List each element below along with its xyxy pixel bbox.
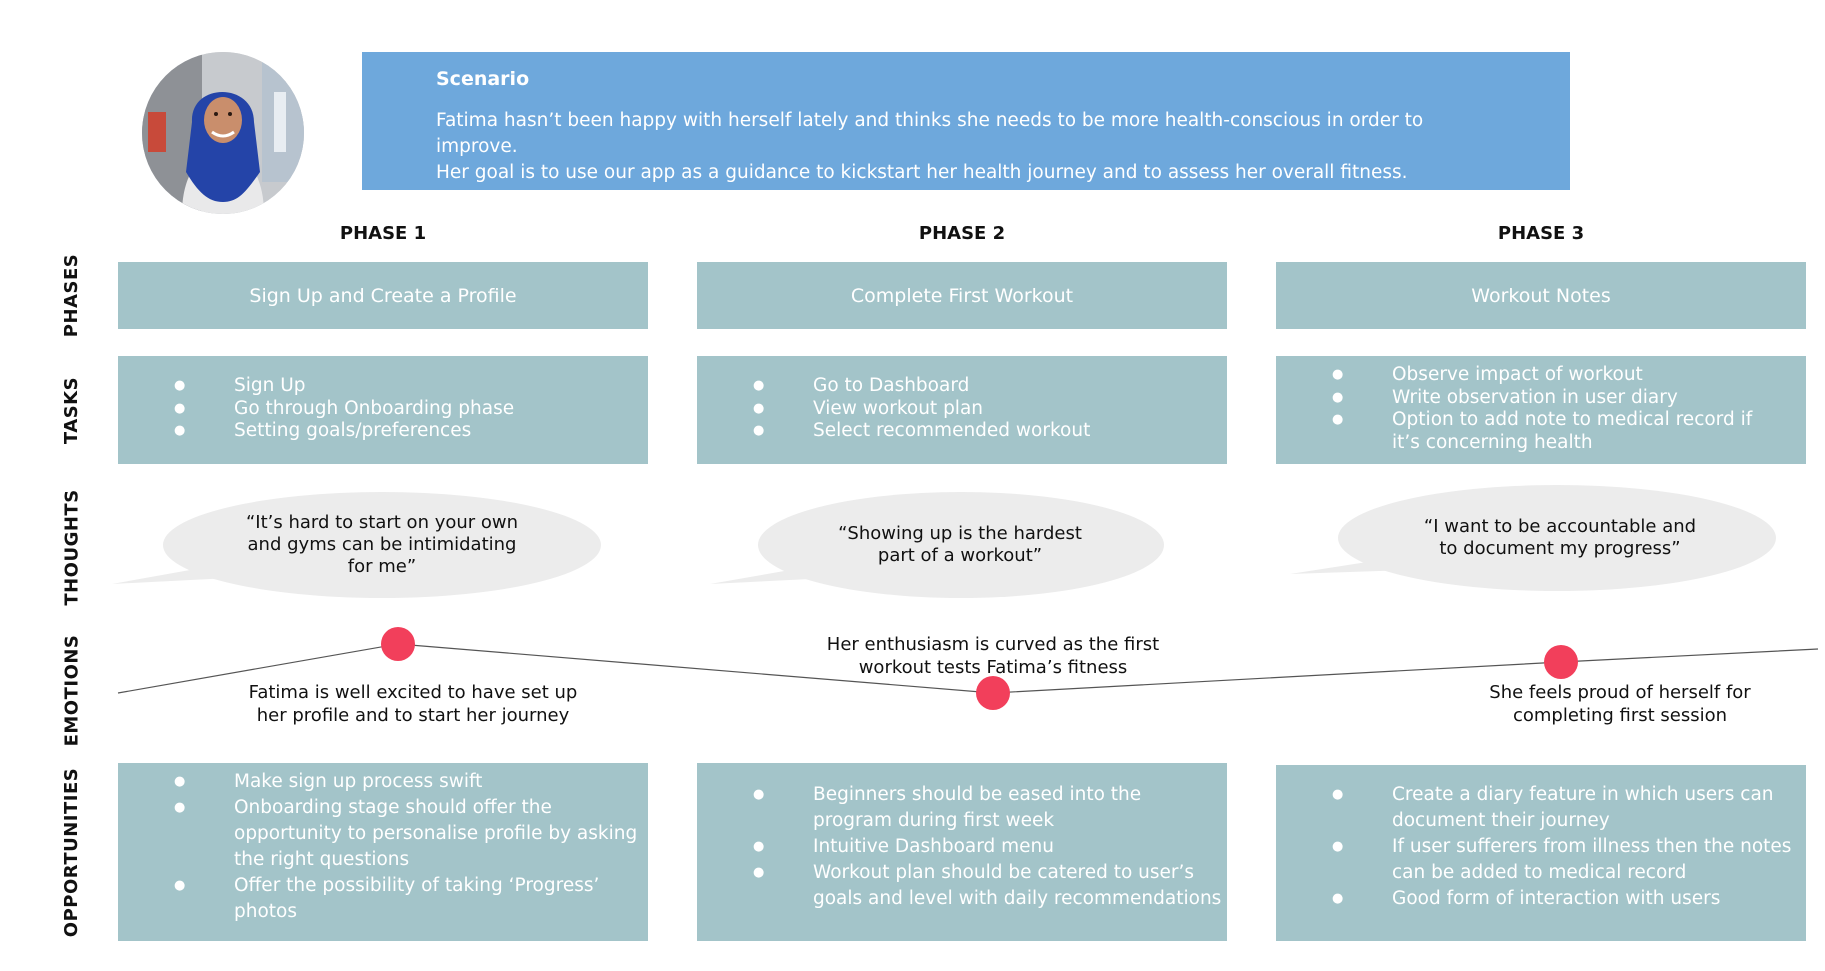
task-item: Select recommended workout (697, 420, 1227, 443)
task-item: Write observation in user diary (1276, 387, 1806, 410)
phase-1-name: Sign Up and Create a Profile (249, 284, 517, 307)
task-item: Option to add note to medical record if … (1276, 409, 1806, 454)
emotion-curve (117, 627, 1819, 710)
opportunity-item: Create a diary feature in which users ca… (1276, 782, 1806, 834)
thought-2-text: “Showing up is the hardest part of a wor… (838, 523, 1082, 566)
thought-bubble-3 (1290, 485, 1776, 591)
task-item: Go through Onboarding phase (118, 398, 648, 421)
thought-1-text: “It’s hard to start on your own and gyms… (245, 512, 519, 577)
emotion-point-3 (1544, 645, 1578, 679)
opportunity-item: Workout plan should be catered to user’s… (697, 860, 1227, 912)
thought-bubble-2 (710, 492, 1164, 598)
emotion-2-text: Her enthusiasm is curved as the first wo… (826, 634, 1160, 678)
emotion-point-2 (976, 676, 1010, 710)
emotion-1-text: Fatima is well excited to have set up he… (248, 682, 578, 726)
task-item: Observe impact of workout (1276, 364, 1806, 387)
phase-3-tasks-box: Observe impact of workout Write observat… (1276, 356, 1806, 464)
opportunity-item: Intuitive Dashboard menu (697, 834, 1227, 860)
scenario-panel: Scenario Fatima hasn’t been happy with h… (362, 52, 1570, 190)
opportunity-item: If user sufferers from illness then the … (1276, 834, 1806, 886)
phase-2-name: Complete First Workout (850, 284, 1074, 307)
phase-2-tasks-box: Go to Dashboard View workout plan Select… (697, 356, 1227, 464)
row-label-tasks: TASKS (61, 376, 83, 444)
row-label-opportunities: OPPORTUNITIES (61, 767, 83, 937)
thought-3-text: “I want to be accountable and to documen… (1423, 516, 1697, 559)
persona-avatar (142, 52, 304, 214)
task-item: Sign Up (118, 375, 648, 398)
thought-bubble-1 (112, 492, 601, 598)
emotion-3-text: She feels proud of herself for completin… (1489, 682, 1751, 726)
opportunity-item: Beginners should be eased into theprogra… (697, 782, 1227, 834)
phase-3-name-box: Workout Notes (1276, 262, 1806, 329)
task-item: View workout plan (697, 398, 1227, 421)
phase-3-name: Workout Notes (1471, 284, 1611, 307)
phase-3-heading: PHASE 3 (1497, 223, 1585, 244)
phase-1-tasks-box: Sign Up Go through Onboarding phase Sett… (118, 356, 648, 464)
emotion-point-1 (381, 627, 415, 661)
phase-1-opportunities-box: Make sign up process swift Onboarding st… (118, 763, 648, 941)
phase-1-name-box: Sign Up and Create a Profile (118, 262, 648, 329)
scenario-line-1: Fatima hasn’t been happy with herself la… (436, 110, 1424, 157)
phase-2-heading: PHASE 2 (918, 223, 1006, 244)
opportunity-item: Make sign up process swift (118, 769, 648, 795)
task-item: Setting goals/preferences (118, 420, 648, 443)
thought-bubbles (112, 485, 1776, 598)
task-item: Go to Dashboard (697, 375, 1227, 398)
row-label-phases: PHASES (61, 253, 83, 338)
phase-3-opportunities-box: Create a diary feature in which users ca… (1276, 765, 1806, 941)
opportunity-item: Onboarding stage should offer theopportu… (118, 795, 648, 873)
scenario-line-2: Her goal is to use our app as a guidance… (436, 162, 1408, 183)
phase-2-name-box: Complete First Workout (697, 262, 1227, 329)
opportunity-item: Offer the possibility of taking ‘Progres… (118, 873, 648, 925)
phase-1-heading: PHASE 1 (339, 223, 427, 244)
persona-photo-icon (142, 52, 304, 214)
scenario-title: Scenario (436, 68, 530, 90)
phase-2-opportunities-box: Beginners should be eased into theprogra… (697, 763, 1227, 941)
opportunity-item: Good form of interaction with users (1276, 886, 1806, 912)
